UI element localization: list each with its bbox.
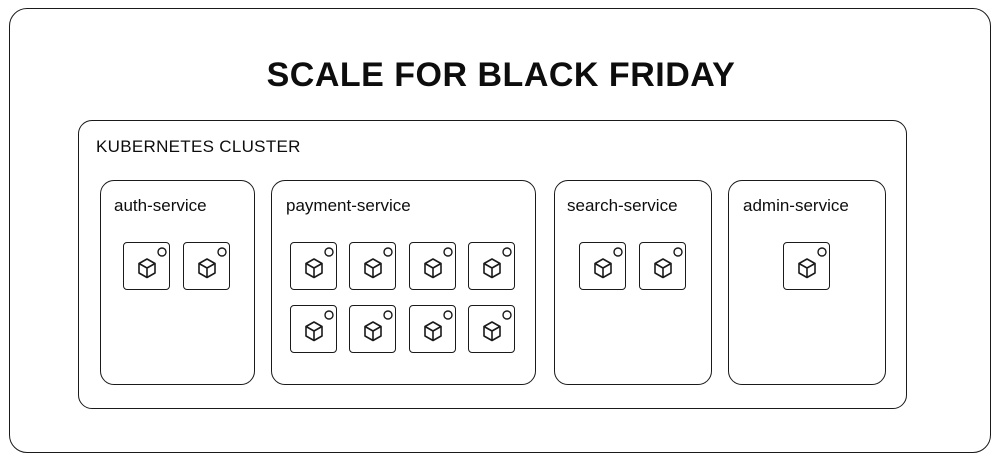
pod-cube-icon xyxy=(305,247,334,279)
pod-cube-icon xyxy=(654,247,683,279)
pod-cube-icon xyxy=(483,310,512,342)
pod-cube-icon xyxy=(798,247,827,279)
pod xyxy=(639,242,686,290)
pod xyxy=(468,305,515,353)
service-label: search-service xyxy=(567,196,678,215)
pod-cube-icon xyxy=(198,247,227,279)
pod-cube-icon xyxy=(483,247,512,279)
pod xyxy=(290,305,337,353)
service-admin: admin-service xyxy=(728,180,886,385)
pod xyxy=(290,242,337,290)
pod xyxy=(409,305,456,353)
pod-cube-icon xyxy=(138,247,167,279)
diagram-frame: SCALE FOR BLACK FRIDAY KUBERNETES CLUSTE… xyxy=(9,8,991,453)
pod-cube-icon xyxy=(364,310,393,342)
pod-cube-icon xyxy=(594,247,623,279)
cluster-label: KUBERNETES CLUSTER xyxy=(96,137,301,156)
service-search: search-service xyxy=(554,180,712,385)
service-label: payment-service xyxy=(286,196,411,215)
pod xyxy=(579,242,626,290)
pod xyxy=(783,242,830,290)
pod-cube-icon xyxy=(305,310,334,342)
pod xyxy=(349,242,396,290)
pod xyxy=(123,242,170,290)
pod xyxy=(183,242,230,290)
service-label: auth-service xyxy=(114,196,207,215)
pod xyxy=(468,242,515,290)
kubernetes-cluster: KUBERNETES CLUSTER auth-service payment-… xyxy=(78,120,907,409)
pod-cube-icon xyxy=(424,310,453,342)
service-auth: auth-service xyxy=(100,180,255,385)
service-label: admin-service xyxy=(743,196,849,215)
service-payment: payment-service xyxy=(271,180,536,385)
pod-cube-icon xyxy=(424,247,453,279)
pod xyxy=(409,242,456,290)
diagram-title: SCALE FOR BLACK FRIDAY xyxy=(266,56,736,94)
pod-cube-icon xyxy=(364,247,393,279)
pod xyxy=(349,305,396,353)
